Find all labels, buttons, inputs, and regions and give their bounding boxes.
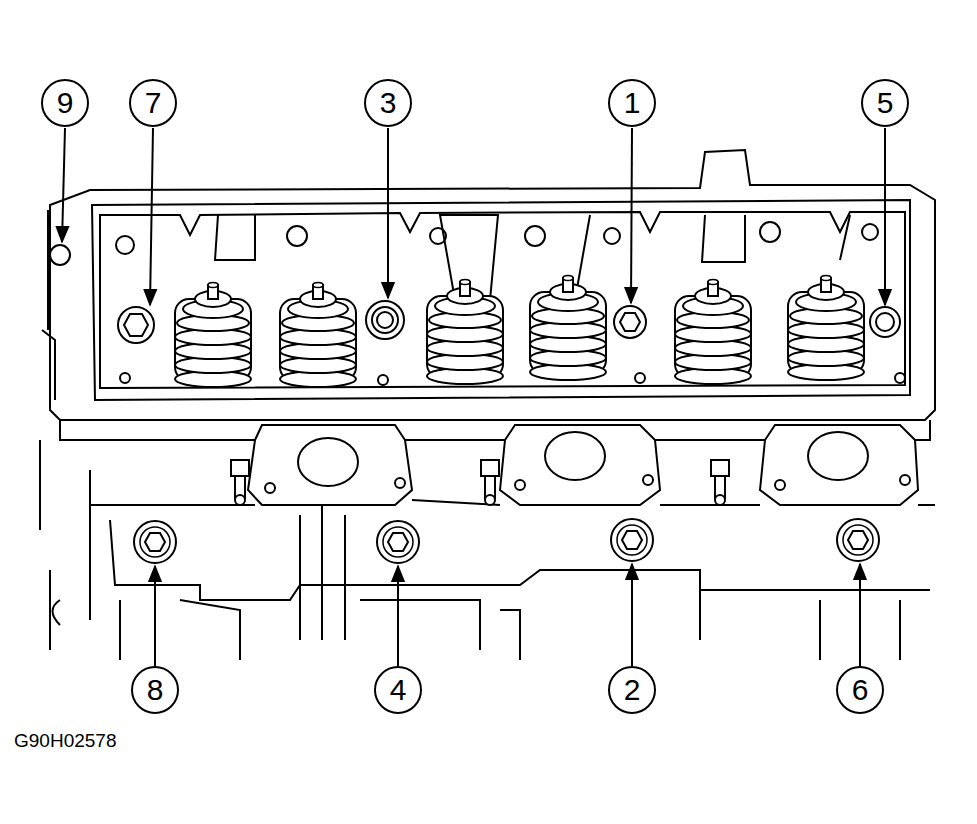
callout-number: 9: [57, 88, 74, 118]
callout-circle: 3: [364, 79, 412, 127]
callout-circle: 4: [374, 666, 422, 714]
figure-code: G90H02578: [14, 730, 116, 752]
callout-circle: 6: [836, 666, 884, 714]
leader-arrows: [62, 128, 885, 666]
callout-number: 5: [877, 88, 894, 118]
callout-circle: 5: [861, 79, 909, 127]
callout-number: 8: [147, 675, 164, 705]
callout-circle: 2: [608, 666, 656, 714]
callout-circle: 9: [41, 79, 89, 127]
callout-number: 4: [390, 675, 407, 705]
callout-number: 7: [145, 88, 162, 118]
callout-circle: 7: [129, 79, 177, 127]
callout-number: 1: [624, 88, 641, 118]
callout-circle: 1: [608, 79, 656, 127]
callout-number: 2: [624, 675, 641, 705]
callout-number: 3: [380, 88, 397, 118]
callout-circle: 8: [131, 666, 179, 714]
callout-number: 6: [852, 675, 869, 705]
